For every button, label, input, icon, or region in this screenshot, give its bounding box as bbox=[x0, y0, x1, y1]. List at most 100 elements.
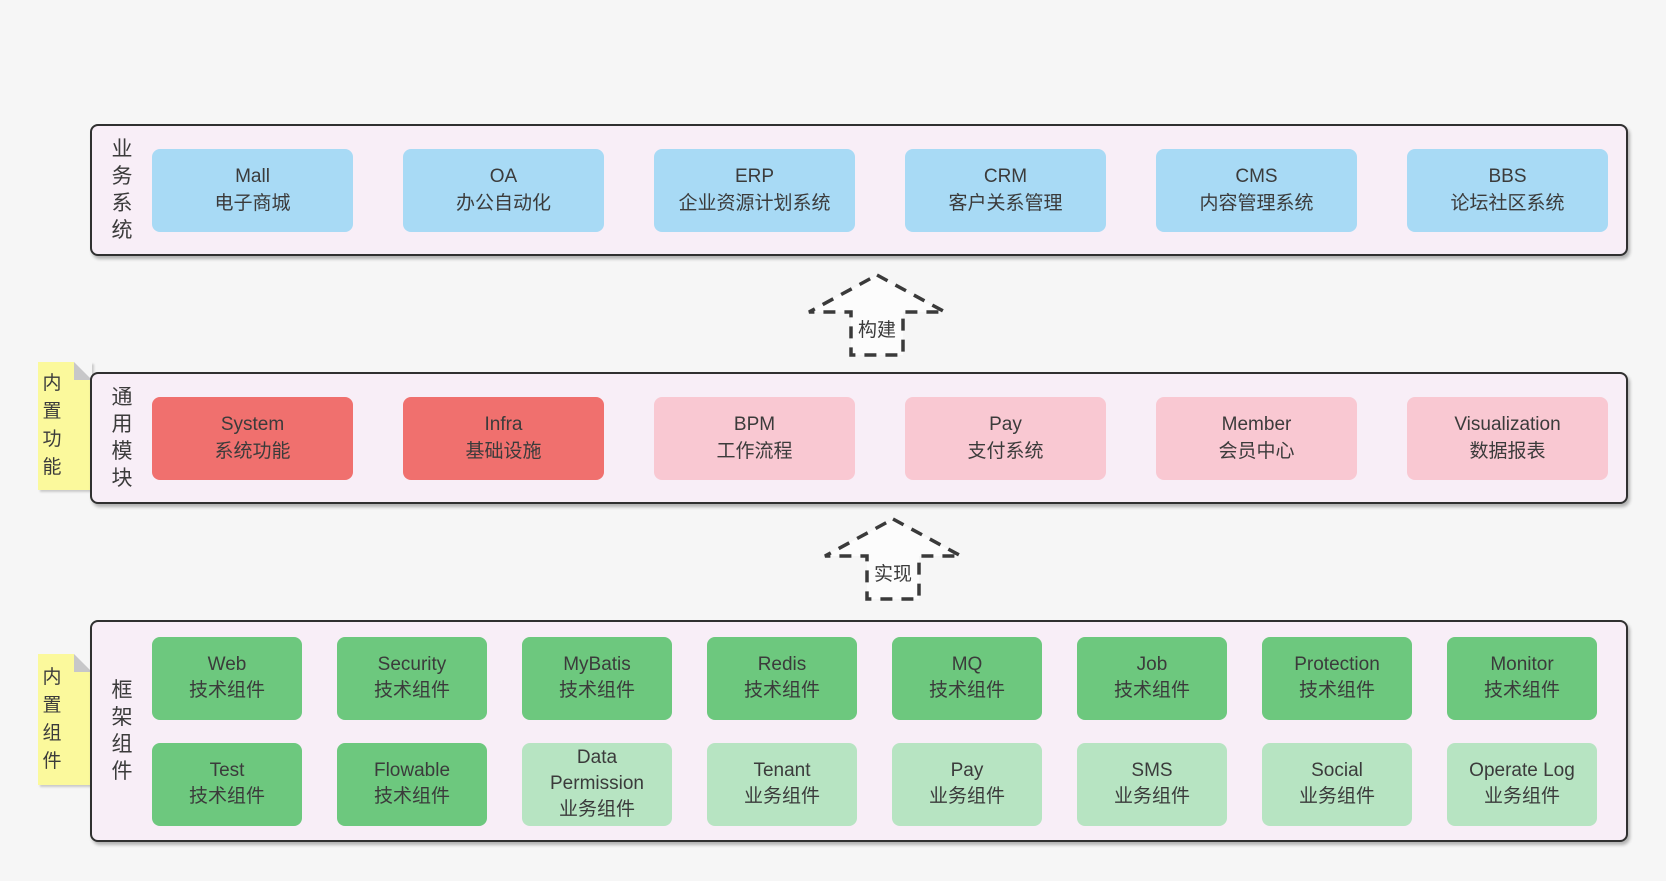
box-desc: 工作流程 bbox=[716, 441, 793, 462]
box-mybatis: MyBatis 技术组件 bbox=[522, 636, 672, 720]
box-monitor: Monitor 技术组件 bbox=[1447, 636, 1597, 720]
box-name: Infra bbox=[484, 414, 523, 435]
box-bbs: BBS 论坛社区系统 bbox=[1407, 148, 1608, 232]
box-infra: Infra 基础设施 bbox=[403, 396, 604, 480]
box-mq: MQ 技术组件 bbox=[892, 636, 1042, 720]
box-social: Social 业务组件 bbox=[1262, 742, 1412, 826]
box-desc: 办公自动化 bbox=[455, 193, 551, 214]
sticky-note-text: 内置组件 bbox=[42, 666, 62, 772]
sticky-note-builtin-components: 内置组件 bbox=[38, 654, 92, 785]
box-protection: Protection 技术组件 bbox=[1262, 636, 1412, 720]
box-desc: 电子商城 bbox=[214, 193, 291, 214]
box-desc: 技术组件 bbox=[188, 786, 265, 807]
box-desc: 业务组件 bbox=[1483, 786, 1560, 807]
box-name: BPM bbox=[733, 414, 776, 435]
layer-label-business-systems: 业务系统 bbox=[92, 126, 152, 254]
box-name: BBS bbox=[1488, 166, 1527, 187]
box-desc: 系统功能 bbox=[214, 441, 291, 462]
box-mall: Mall 电子商城 bbox=[152, 148, 353, 232]
box-name: Web bbox=[207, 654, 247, 675]
box-desc: 技术组件 bbox=[558, 680, 635, 701]
box-desc: 客户关系管理 bbox=[948, 193, 1063, 214]
box-desc: 业务组件 bbox=[1113, 786, 1190, 807]
box-name: Redis bbox=[757, 654, 807, 675]
box-desc: 业务组件 bbox=[743, 786, 820, 807]
layer-common-modules: 通用模块 System 系统功能 Infra 基础设施 BPM 工作流程 Pay… bbox=[90, 372, 1628, 504]
box-name: CMS bbox=[1235, 166, 1278, 187]
box-name: Monitor bbox=[1490, 654, 1554, 675]
box-name: OA bbox=[489, 166, 518, 187]
box-name: Flowable bbox=[373, 760, 451, 781]
box-security: Security 技术组件 bbox=[337, 636, 487, 720]
box-tenant: Tenant 业务组件 bbox=[707, 742, 857, 826]
box-cms: CMS 内容管理系统 bbox=[1156, 148, 1357, 232]
box-flowable: Flowable 技术组件 bbox=[337, 742, 487, 826]
box-desc: 基础设施 bbox=[465, 441, 542, 462]
box-data-permission: Data Permission 业务组件 bbox=[522, 742, 672, 826]
box-system: System 系统功能 bbox=[152, 396, 353, 480]
box-desc: 业务组件 bbox=[928, 786, 1005, 807]
layer-business-systems: 业务系统 Mall 电子商城 OA 办公自动化 ERP 企业资源计划系统 CRM… bbox=[90, 124, 1628, 256]
box-desc: 技术组件 bbox=[1298, 680, 1375, 701]
box-name: Pay bbox=[989, 414, 1022, 435]
arrow-implement: 实现 bbox=[822, 516, 964, 602]
box-desc: 技术组件 bbox=[188, 680, 265, 701]
box-pay-biz: Pay 业务组件 bbox=[892, 742, 1042, 826]
box-name: Pay bbox=[950, 760, 984, 781]
box-name: Visualization bbox=[1454, 414, 1561, 435]
box-name: Test bbox=[209, 760, 245, 781]
box-pay: Pay 支付系统 bbox=[905, 396, 1106, 480]
arrow-label: 构建 bbox=[856, 315, 898, 342]
box-name: Operate Log bbox=[1469, 760, 1575, 781]
box-name: CRM bbox=[983, 166, 1028, 187]
box-name: Tenant bbox=[753, 760, 811, 781]
box-desc: 业务组件 bbox=[1298, 786, 1375, 807]
box-name: SMS bbox=[1131, 760, 1173, 781]
box-operate-log: Operate Log 业务组件 bbox=[1447, 742, 1597, 826]
box-desc: 会员中心 bbox=[1218, 441, 1295, 462]
box-redis: Redis 技术组件 bbox=[707, 636, 857, 720]
layer-label-text: 业务系统 bbox=[111, 138, 133, 242]
box-name: System bbox=[220, 414, 285, 435]
box-web: Web 技术组件 bbox=[152, 636, 302, 720]
arrow-build: 构建 bbox=[806, 272, 948, 358]
box-name: MyBatis bbox=[563, 654, 631, 675]
box-desc: 企业资源计划系统 bbox=[678, 193, 831, 214]
layer-framework-components: 框架组件 Web 技术组件 Security 技术组件 MyBatis 技术组件… bbox=[90, 620, 1628, 842]
layer-label-text: 通用模块 bbox=[111, 386, 133, 490]
box-job: Job 技术组件 bbox=[1077, 636, 1227, 720]
box-test: Test 技术组件 bbox=[152, 742, 302, 826]
box-erp: ERP 企业资源计划系统 bbox=[654, 148, 855, 232]
box-desc: 技术组件 bbox=[743, 680, 820, 701]
box-name: Job bbox=[1136, 654, 1168, 675]
box-desc: 技术组件 bbox=[928, 680, 1005, 701]
box-oa: OA 办公自动化 bbox=[403, 148, 604, 232]
layer-label-framework-components: 框架组件 bbox=[92, 622, 152, 840]
box-name: Mall bbox=[235, 166, 270, 187]
arrow-label: 实现 bbox=[872, 559, 914, 586]
box-name: Data Permission bbox=[550, 747, 644, 794]
box-sms: SMS 业务组件 bbox=[1077, 742, 1227, 826]
box-desc: 内容管理系统 bbox=[1199, 193, 1314, 214]
box-desc: 论坛社区系统 bbox=[1450, 193, 1565, 214]
box-name: Member bbox=[1221, 414, 1292, 435]
box-name: Social bbox=[1311, 760, 1363, 781]
box-crm: CRM 客户关系管理 bbox=[905, 148, 1106, 232]
box-bpm: BPM 工作流程 bbox=[654, 396, 855, 480]
box-name: Protection bbox=[1294, 654, 1380, 675]
sticky-note-builtin-features: 内置功能 bbox=[38, 362, 92, 490]
layer-label-common-modules: 通用模块 bbox=[92, 374, 152, 502]
box-name: MQ bbox=[951, 654, 983, 675]
box-desc: 技术组件 bbox=[373, 786, 450, 807]
box-desc: 技术组件 bbox=[1483, 680, 1560, 701]
box-desc: 技术组件 bbox=[1113, 680, 1190, 701]
box-desc: 技术组件 bbox=[373, 680, 450, 701]
box-desc: 数据报表 bbox=[1469, 441, 1546, 462]
sticky-note-text: 内置功能 bbox=[42, 373, 62, 478]
layer-label-text: 框架组件 bbox=[111, 679, 133, 783]
box-member: Member 会员中心 bbox=[1156, 396, 1357, 480]
box-desc: 支付系统 bbox=[967, 441, 1044, 462]
box-visualization: Visualization 数据报表 bbox=[1407, 396, 1608, 480]
box-name: Security bbox=[377, 654, 447, 675]
box-desc: 业务组件 bbox=[558, 799, 635, 820]
